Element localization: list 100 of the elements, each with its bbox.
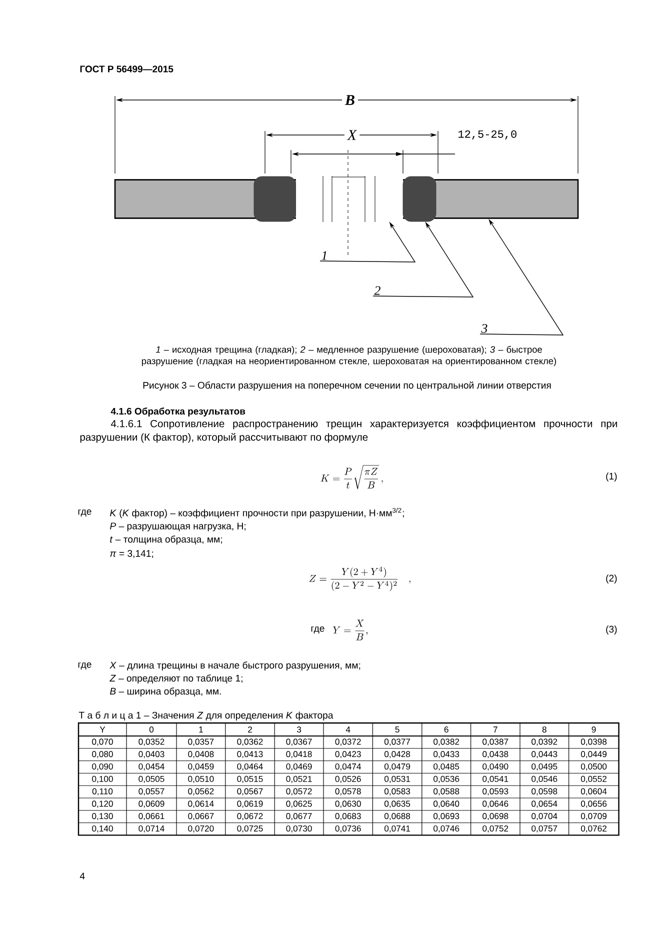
table-value: 0,0562: [188, 788, 214, 796]
table-value: 0,0762: [580, 825, 606, 833]
table-value: 0,0625: [286, 800, 312, 808]
dimension-label: X: [344, 127, 360, 143]
table-value: 0,0474: [335, 763, 361, 771]
table-value: 0,0490: [482, 763, 508, 771]
key-text: 1 – исходная трещина (гладкая); 2 – медленное разрушение (шероховатая); 3 – быстрое разрушение (гладкая на неориентированном стекле, шероховатая на ориентированном стекле): [142, 346, 556, 366]
column-header: 5: [395, 726, 400, 732]
table-value: 0,0443: [532, 751, 558, 758]
table-value: 0,0500: [580, 763, 607, 771]
table-value: 0,0725: [237, 825, 263, 833]
page-number: 4: [80, 872, 85, 880]
table-value: 0,0387: [482, 738, 508, 746]
table-value: 0,0752: [482, 825, 508, 833]
table-value: 0,0352: [138, 738, 164, 746]
table-value: 0,0672: [237, 813, 263, 820]
table-value: 0,0362: [237, 738, 263, 746]
table-value: 0,140: [92, 825, 113, 833]
table-value: 0,0677: [286, 813, 312, 820]
table-value: 0,0714: [138, 825, 164, 833]
where-label: где: [311, 626, 324, 634]
table-value: 0,0614: [188, 800, 214, 808]
table-value: 0,0546: [532, 776, 558, 783]
table-value: 0,0552: [580, 776, 606, 783]
table-value: 0,0398: [580, 738, 607, 746]
table-value: 0,080: [92, 751, 113, 758]
table-value: 0,0423: [335, 751, 361, 758]
column-header: 9: [592, 726, 596, 733]
table-value: 0,0505: [138, 776, 164, 783]
table-value: 0,0698: [482, 813, 508, 820]
table-value: 0,0757: [532, 825, 558, 833]
table-value: 0,0572: [286, 788, 312, 796]
paragraph: 4.1.6.1 Сопротивление распространению трещин характеризуется коэффициентом прочности при разрушении (К фактор), который рассчитывают по формуле: [80, 420, 617, 443]
table-caption: Т а б л и ц а 1 – Значения Z для определения K фактора: [78, 711, 334, 721]
definition-line: Z – определяют по таблице 1;: [110, 674, 242, 684]
dimension-label: B: [342, 92, 358, 108]
table-value: 0,0449: [580, 751, 607, 758]
table-value: 0,0526: [335, 776, 361, 783]
table-value: 0,0438: [482, 751, 508, 758]
table-value: 0,0485: [434, 763, 460, 771]
table-value: 0,0454: [138, 763, 164, 771]
equation-number: (1): [606, 472, 617, 482]
table-value: 0,0403: [138, 751, 164, 758]
table-value: 0,0746: [434, 825, 460, 833]
table-value: 0,070: [92, 738, 113, 746]
table-value: 0,0521: [286, 776, 312, 783]
column-header: 2: [248, 726, 252, 732]
table-value: 0,0588: [434, 788, 460, 796]
column-header: 0: [149, 726, 154, 733]
table-value: 0,0469: [286, 763, 312, 771]
where-label: где: [78, 509, 92, 517]
table-value: 0,0357: [188, 738, 214, 746]
column-header: 8: [542, 726, 546, 733]
table-value: 0,0593: [482, 788, 508, 796]
table-value: 0,0567: [237, 788, 263, 796]
table-value: 0,0704: [532, 813, 558, 820]
fracture-zone: [254, 176, 296, 222]
table-value: 0,0372: [335, 738, 361, 746]
callout-number: 2: [374, 286, 380, 295]
table-value: 0,0392: [532, 738, 558, 746]
table-value: 0,0536: [434, 776, 460, 783]
table-value: 0,0531: [384, 776, 410, 783]
formula: $Y=\frac{X}{B},$: [333, 620, 368, 640]
definition-line: π = 3,141;: [110, 550, 154, 558]
equation-number: (3): [606, 626, 617, 634]
table-value: 0,0479: [384, 763, 410, 771]
table-value: 0,0609: [138, 800, 164, 808]
column-header: 3: [296, 726, 302, 733]
table-value: 0,0661: [138, 813, 164, 820]
definition-line: X – длина трещины в начале быстрого разрушения, мм;: [110, 662, 360, 671]
column-header: 7: [493, 726, 498, 732]
table-value: 0,0382: [434, 738, 460, 746]
table-value: 0,0654: [532, 800, 558, 808]
table-value: 0,120: [92, 800, 113, 808]
callout-number: 1: [322, 251, 326, 260]
table-value: 0,0418: [286, 751, 312, 758]
table-value: 0,0515: [237, 776, 263, 783]
table-value: 0,0736: [335, 825, 361, 833]
fracture-zone: [402, 176, 436, 222]
table-value: 0,0730: [286, 825, 312, 833]
table-value: 0,0604: [580, 788, 607, 796]
where-label: где: [78, 662, 92, 670]
table-value: 0,0583: [384, 788, 410, 796]
table-value: 0,0433: [434, 751, 460, 758]
table-value: 0,100: [92, 776, 113, 783]
table-value: 0,0635: [384, 800, 410, 808]
column-header: Y: [100, 726, 106, 732]
table-value: 0,0413: [237, 751, 263, 758]
page-header: ГОСТ Р 56499—2015: [80, 66, 174, 72]
definition-line: t – толщина образца, мм;: [110, 536, 222, 545]
table-value: 0,130: [92, 813, 113, 820]
definition-line: P – разрушающая нагрузка, Н;: [110, 522, 246, 532]
figure-caption: Рисунок 3 – Области разрушения на поперечном сечении по центральной линии отверстия: [143, 381, 551, 391]
table-value: 0,0693: [434, 813, 460, 820]
table-value: 0,0688: [384, 813, 410, 820]
section-heading: 4.1.6 Обработка результатов: [110, 408, 246, 416]
table-value: 0,0598: [532, 788, 558, 796]
table-value: 0,0683: [335, 813, 361, 820]
definition-line: B – ширина образца, мм.: [110, 687, 221, 697]
definition-line: K (K фактор) – коэффициент прочности при разрушении, Н·мм$^{3/2}$;: [110, 508, 404, 518]
